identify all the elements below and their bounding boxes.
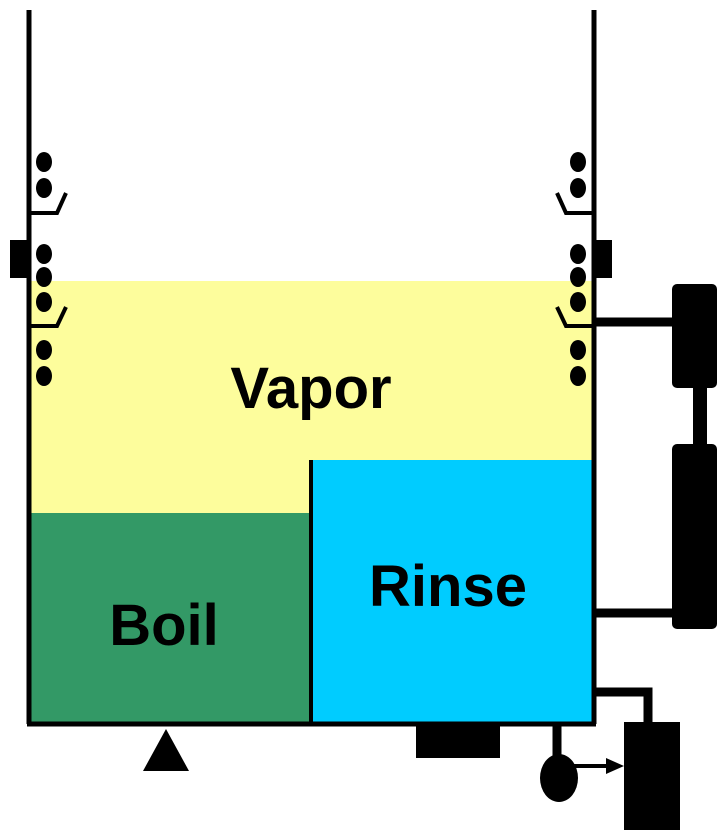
left-trough [31, 192, 68, 328]
drain-assembly [540, 687, 680, 830]
heater-block [416, 724, 500, 758]
right-wall-bracket [596, 240, 612, 278]
rinse-label: Rinse [369, 554, 527, 619]
right-cooling-coils [570, 152, 586, 386]
boil-label: Boil [109, 593, 219, 658]
rinse-sump [311, 460, 594, 724]
boil-sump [29, 513, 311, 724]
support-foot [143, 729, 189, 771]
right-trough [555, 192, 592, 328]
vapor-label: Vapor [230, 356, 391, 421]
left-cooling-coils [36, 152, 52, 386]
water-separator [594, 284, 717, 629]
left-wall-bracket [10, 240, 28, 278]
